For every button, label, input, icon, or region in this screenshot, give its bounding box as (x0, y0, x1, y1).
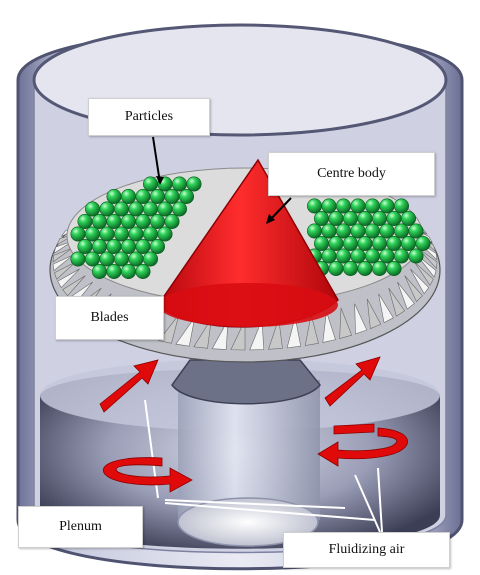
particle (179, 189, 193, 203)
particle (322, 249, 336, 263)
particle (129, 252, 143, 266)
particle (329, 236, 343, 250)
centre-body-label: Centre body (268, 152, 435, 196)
particle (343, 211, 357, 225)
particle (380, 199, 394, 213)
particle (365, 199, 379, 213)
particle (409, 249, 423, 263)
particle (351, 199, 365, 213)
particle (85, 227, 99, 241)
particle (336, 224, 350, 238)
particle (343, 236, 357, 250)
particle (107, 214, 121, 228)
fluidizing-air-label: Fluidizing air (283, 532, 450, 568)
particle (121, 239, 135, 253)
air-tube (178, 380, 320, 546)
particle (107, 189, 121, 203)
particle (401, 211, 415, 225)
particle (143, 227, 157, 241)
particle (358, 211, 372, 225)
particle (114, 202, 128, 216)
particle (394, 224, 408, 238)
particle (336, 199, 350, 213)
particle (336, 249, 350, 263)
particle (158, 202, 172, 216)
swirl-arrow-right-tail (334, 424, 374, 434)
particle (365, 249, 379, 263)
blades-label: Blades (55, 296, 164, 340)
particle (372, 211, 386, 225)
particle (409, 224, 423, 238)
particle (150, 189, 164, 203)
particle (372, 236, 386, 250)
particle (100, 202, 114, 216)
particle (136, 189, 150, 203)
particle (100, 252, 114, 266)
particles-label: Particles (88, 98, 210, 136)
particle (92, 214, 106, 228)
particle (394, 249, 408, 263)
plenum-label: Plenum (18, 506, 143, 548)
particle (78, 239, 92, 253)
particle (380, 249, 394, 263)
particle (358, 261, 372, 275)
particle (343, 261, 357, 275)
particle (158, 227, 172, 241)
particle (129, 227, 143, 241)
particle (165, 214, 179, 228)
particle (172, 177, 186, 191)
particle (107, 264, 121, 278)
particle (143, 252, 157, 266)
particle (100, 227, 114, 241)
particle (351, 224, 365, 238)
particle (114, 252, 128, 266)
particle (150, 239, 164, 253)
particle (372, 261, 386, 275)
particle (129, 202, 143, 216)
particle (136, 264, 150, 278)
particle (314, 236, 328, 250)
particle (85, 252, 99, 266)
particle (329, 211, 343, 225)
particle (401, 236, 415, 250)
particle (322, 224, 336, 238)
particle (136, 239, 150, 253)
particle (78, 214, 92, 228)
particle (187, 177, 201, 191)
particle (136, 214, 150, 228)
particle (85, 202, 99, 216)
particle (121, 189, 135, 203)
particle (71, 252, 85, 266)
particle (387, 236, 401, 250)
particle (351, 249, 365, 263)
particle (394, 199, 408, 213)
particle (71, 227, 85, 241)
particle (380, 224, 394, 238)
particle (114, 227, 128, 241)
particle (307, 199, 321, 213)
particle (329, 261, 343, 275)
particle (307, 224, 321, 238)
particle (387, 211, 401, 225)
particle (322, 199, 336, 213)
particle (92, 264, 106, 278)
particle (143, 202, 157, 216)
particle (365, 224, 379, 238)
distributor-hub (172, 360, 320, 404)
particle (387, 261, 401, 275)
particle (314, 211, 328, 225)
particle (358, 236, 372, 250)
particle (416, 236, 430, 250)
particle (92, 239, 106, 253)
particle (107, 239, 121, 253)
particle (121, 214, 135, 228)
particle (143, 177, 157, 191)
particle (121, 264, 135, 278)
particle (150, 214, 164, 228)
particle (172, 202, 186, 216)
particle (165, 189, 179, 203)
